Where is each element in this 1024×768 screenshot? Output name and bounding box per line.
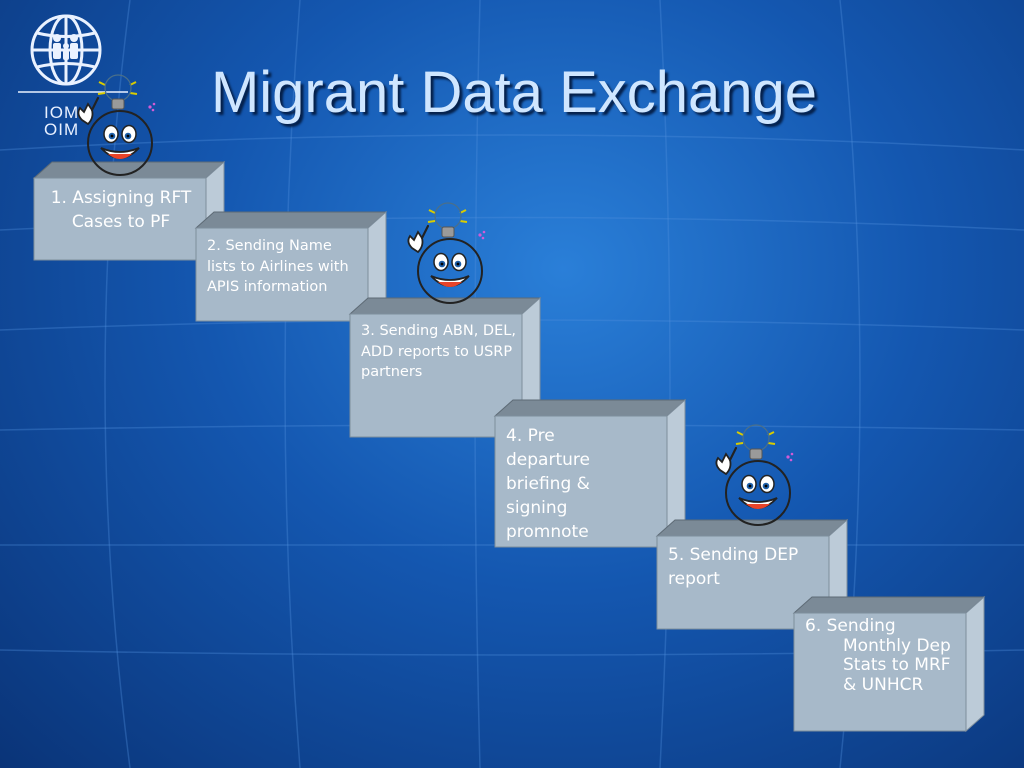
step-4-text: 4. Pre departure briefing & signing prom… — [506, 426, 590, 542]
step-1-text: 1. Assigning RFT Cases to PF — [50, 188, 192, 232]
iom-globe-logo-icon — [18, 14, 128, 93]
step-5-text: 5. Sending DEP report — [668, 545, 799, 589]
slide-title: Migrant Data Exchange — [210, 60, 818, 125]
smiley-lightbulb-idea-icon — [70, 68, 160, 178]
box-3d-3 — [348, 296, 542, 439]
box-3d-6 — [792, 595, 986, 733]
step-6-text: 6. Sending Monthly Dep Stats to MRF & UN… — [805, 616, 951, 695]
step-3-text: 3. Sending ABN, DEL, ADD reports to USRP… — [361, 323, 516, 380]
smiley-lightbulb-idea-icon — [400, 196, 490, 306]
smiley-lightbulb-idea-icon — [708, 418, 798, 528]
box-3d-2 — [194, 210, 388, 323]
step-2-text: 2. Sending Name lists to Airlines with A… — [207, 238, 349, 295]
box-3d-4 — [493, 398, 687, 549]
